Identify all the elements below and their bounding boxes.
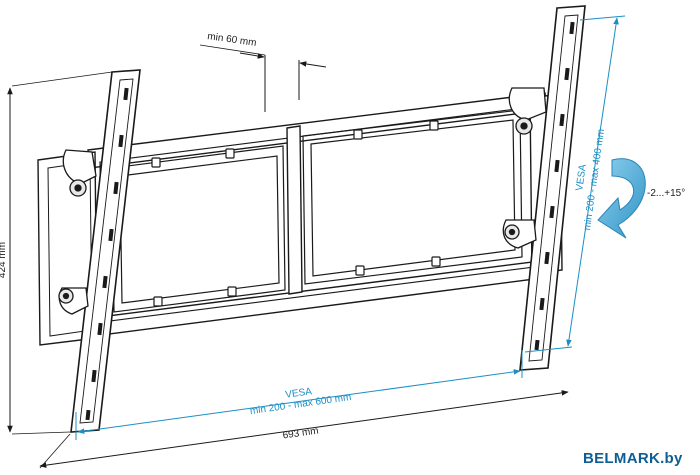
vesa-horizontal-dimension [75, 350, 523, 440]
brand-watermark: BELMARK.by [583, 450, 683, 467]
mount-window-right [302, 109, 523, 285]
tilt-arrow-icon [597, 158, 646, 239]
vesa-vertical-label: VESA [574, 163, 589, 191]
left-hinge [58, 149, 97, 315]
vesa-vertical-dimension [524, 15, 626, 353]
right-hinge [502, 87, 547, 249]
mount-window-left [111, 145, 286, 313]
height-label: 424 mm [0, 242, 8, 278]
tilt-label: -2...+15° [647, 188, 685, 199]
width-label: 693 mm [282, 426, 319, 442]
vesa-horizontal-label: VESA [285, 386, 313, 401]
depth-dimension [199, 44, 327, 112]
depth-label: min 60 mm [207, 31, 258, 49]
mounting-slots [151, 120, 441, 307]
left-vertical-arm [70, 69, 141, 433]
